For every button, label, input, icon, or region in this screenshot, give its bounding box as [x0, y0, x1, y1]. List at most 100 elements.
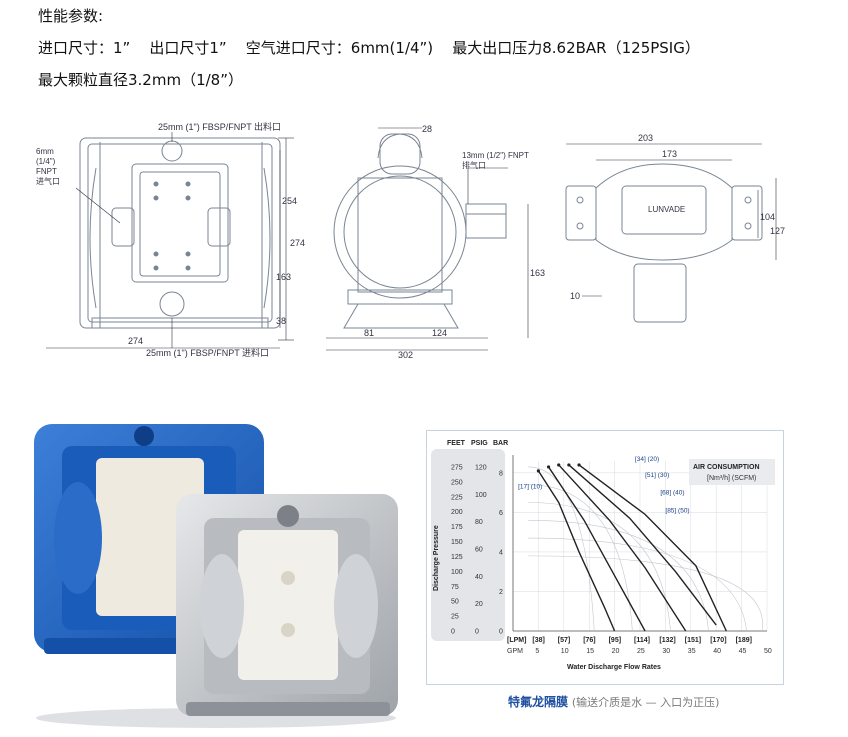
- spec-particle-line: 最大颗粒直径3.2mm（1/8”）: [38, 71, 243, 89]
- dim-81: 81: [364, 328, 374, 338]
- spec-sizes-line: 进口尺寸：1” 出口尺寸1” 空气进口尺寸：6mm(1/4”) 最大出口压力8.…: [38, 39, 700, 57]
- air-inlet-label-3: FNPT: [36, 167, 57, 176]
- dim-163: 163: [276, 272, 291, 282]
- x-tick-gpm: 45: [739, 648, 747, 655]
- dim-274-height: 274: [290, 238, 305, 248]
- product-photos: [26, 418, 408, 730]
- air-inlet-label-2: (1/4"): [36, 157, 56, 166]
- dim-173: 173: [662, 149, 677, 159]
- outlet-label: 25mm (1") FBSP/FNPT 出料口: [158, 121, 281, 132]
- curve-start-point: [546, 465, 551, 469]
- caption-main: 特氟龙隔膜: [508, 695, 569, 709]
- x-tick-lpm: [38]: [532, 637, 544, 644]
- inlet-label: 25mm (1") FBSP/FNPT 进料口: [146, 347, 269, 358]
- pump-photo-illustration: [34, 424, 398, 728]
- dim-104: 104: [760, 212, 775, 222]
- air-inlet-label-4: 进气口: [36, 176, 60, 186]
- spec-title: 性能参数:: [38, 7, 104, 25]
- air-consumption-curve: [578, 464, 727, 632]
- feet-tick: 125: [451, 554, 463, 561]
- dim-254: 254: [282, 196, 297, 206]
- legend-title: AIR CONSUMPTION: [693, 464, 760, 471]
- header-feet: FEET: [447, 440, 466, 447]
- caption-sub: (输送介质是水 — 入口为正压): [571, 696, 720, 709]
- air-consumption-curve: [537, 470, 616, 632]
- curve-start-point: [567, 463, 571, 467]
- feet-tick: 225: [451, 494, 463, 501]
- guide-curve: [528, 537, 747, 632]
- x-unit-gpm: GPM: [507, 648, 523, 655]
- header-bar: BAR: [493, 440, 508, 447]
- dim-28: 28: [422, 124, 432, 134]
- guide-curve: [528, 502, 671, 632]
- x-tick-lpm: [132]: [659, 637, 675, 644]
- y-tick-bar: 6: [499, 510, 503, 517]
- psig-tick: 120: [475, 465, 487, 472]
- legend-subtitle: [Nm³/h] (SCFM): [707, 475, 756, 482]
- air-consumption-curve: [558, 464, 687, 632]
- x-tick-lpm: [95]: [609, 637, 621, 644]
- air-consumption-curve: [568, 464, 717, 626]
- x-tick-gpm: 35: [688, 648, 696, 655]
- psig-tick: 60: [475, 547, 483, 554]
- psig-tick: 40: [475, 574, 483, 581]
- feet-tick: 75: [451, 584, 459, 591]
- dim-274-width: 274: [128, 336, 143, 346]
- feet-tick: 150: [451, 539, 463, 546]
- chart-caption: 特氟龙隔膜 (输送介质是水 — 入口为正压): [508, 693, 719, 710]
- curve-start-point: [577, 463, 581, 467]
- dim-38: 38: [276, 316, 286, 326]
- guide-curve: [528, 466, 595, 632]
- feet-tick: 50: [451, 599, 459, 606]
- guide-curve: [528, 484, 633, 632]
- x-tick-gpm: 25: [637, 648, 645, 655]
- psig-tick: 20: [475, 601, 483, 608]
- y-tick-bar: 2: [499, 589, 503, 596]
- guide-curve: [528, 555, 763, 632]
- top-view-drawing: LUNVADE 203 173 104 127 10: [562, 128, 792, 348]
- legend-box: [689, 459, 775, 485]
- x-tick-lpm: [151]: [685, 637, 701, 644]
- dim-127: 127: [770, 226, 785, 236]
- header-psig: PSIG: [471, 440, 488, 447]
- x-axis-label: Water Discharge Flow Rates: [567, 664, 661, 671]
- y-tick-bar: 8: [499, 470, 503, 477]
- x-tick-lpm: [LPM]: [507, 637, 526, 644]
- air-consumption-label: [51] (30): [645, 472, 669, 479]
- air-consumption-label: [68] (40): [660, 490, 684, 497]
- air-consumption-curve: [547, 466, 646, 632]
- air-consumption-label: [85] (50): [665, 507, 689, 514]
- feet-tick: 100: [451, 569, 463, 576]
- dim-302: 302: [398, 350, 413, 360]
- psig-tick: 100: [475, 492, 487, 499]
- psig-tick: 0: [475, 629, 479, 636]
- side-view-drawing: 28 13mm (1/2") FNPT 排气口 163 81 124 302: [318, 118, 550, 360]
- curve-start-point: [557, 463, 561, 467]
- exhaust-label-2: 排气口: [462, 160, 486, 170]
- x-tick-lpm: [57]: [558, 637, 570, 644]
- x-tick-lpm: [189]: [736, 637, 752, 644]
- x-tick-lpm: [170]: [710, 637, 726, 644]
- x-tick-lpm: [76]: [583, 637, 595, 644]
- guide-curve: [528, 520, 709, 632]
- curve-start-point: [536, 469, 540, 473]
- dim-163-side: 163: [530, 268, 545, 278]
- x-tick-gpm: 50: [764, 648, 772, 655]
- x-tick-gpm: 15: [586, 648, 594, 655]
- x-tick-gpm: 10: [561, 648, 569, 655]
- psig-tick: 80: [475, 519, 483, 526]
- dim-124: 124: [432, 328, 447, 338]
- front-view-drawing: 25mm (1") FBSP/FNPT 出料口 6mm (1/4") FNPT …: [36, 118, 306, 360]
- air-consumption-label: [34] (20): [635, 456, 659, 463]
- feet-tick: 0: [451, 629, 455, 636]
- brand-label: LUNVADE: [648, 205, 685, 214]
- dim-203: 203: [638, 133, 653, 143]
- y-axis-label: Discharge Pressure: [433, 525, 440, 591]
- y-tick-bar: 0: [499, 629, 503, 636]
- air-inlet-label-1: 6mm: [36, 147, 54, 156]
- feet-tick: 200: [451, 509, 463, 516]
- x-tick-gpm: 20: [612, 648, 620, 655]
- feet-tick: 25: [451, 614, 459, 621]
